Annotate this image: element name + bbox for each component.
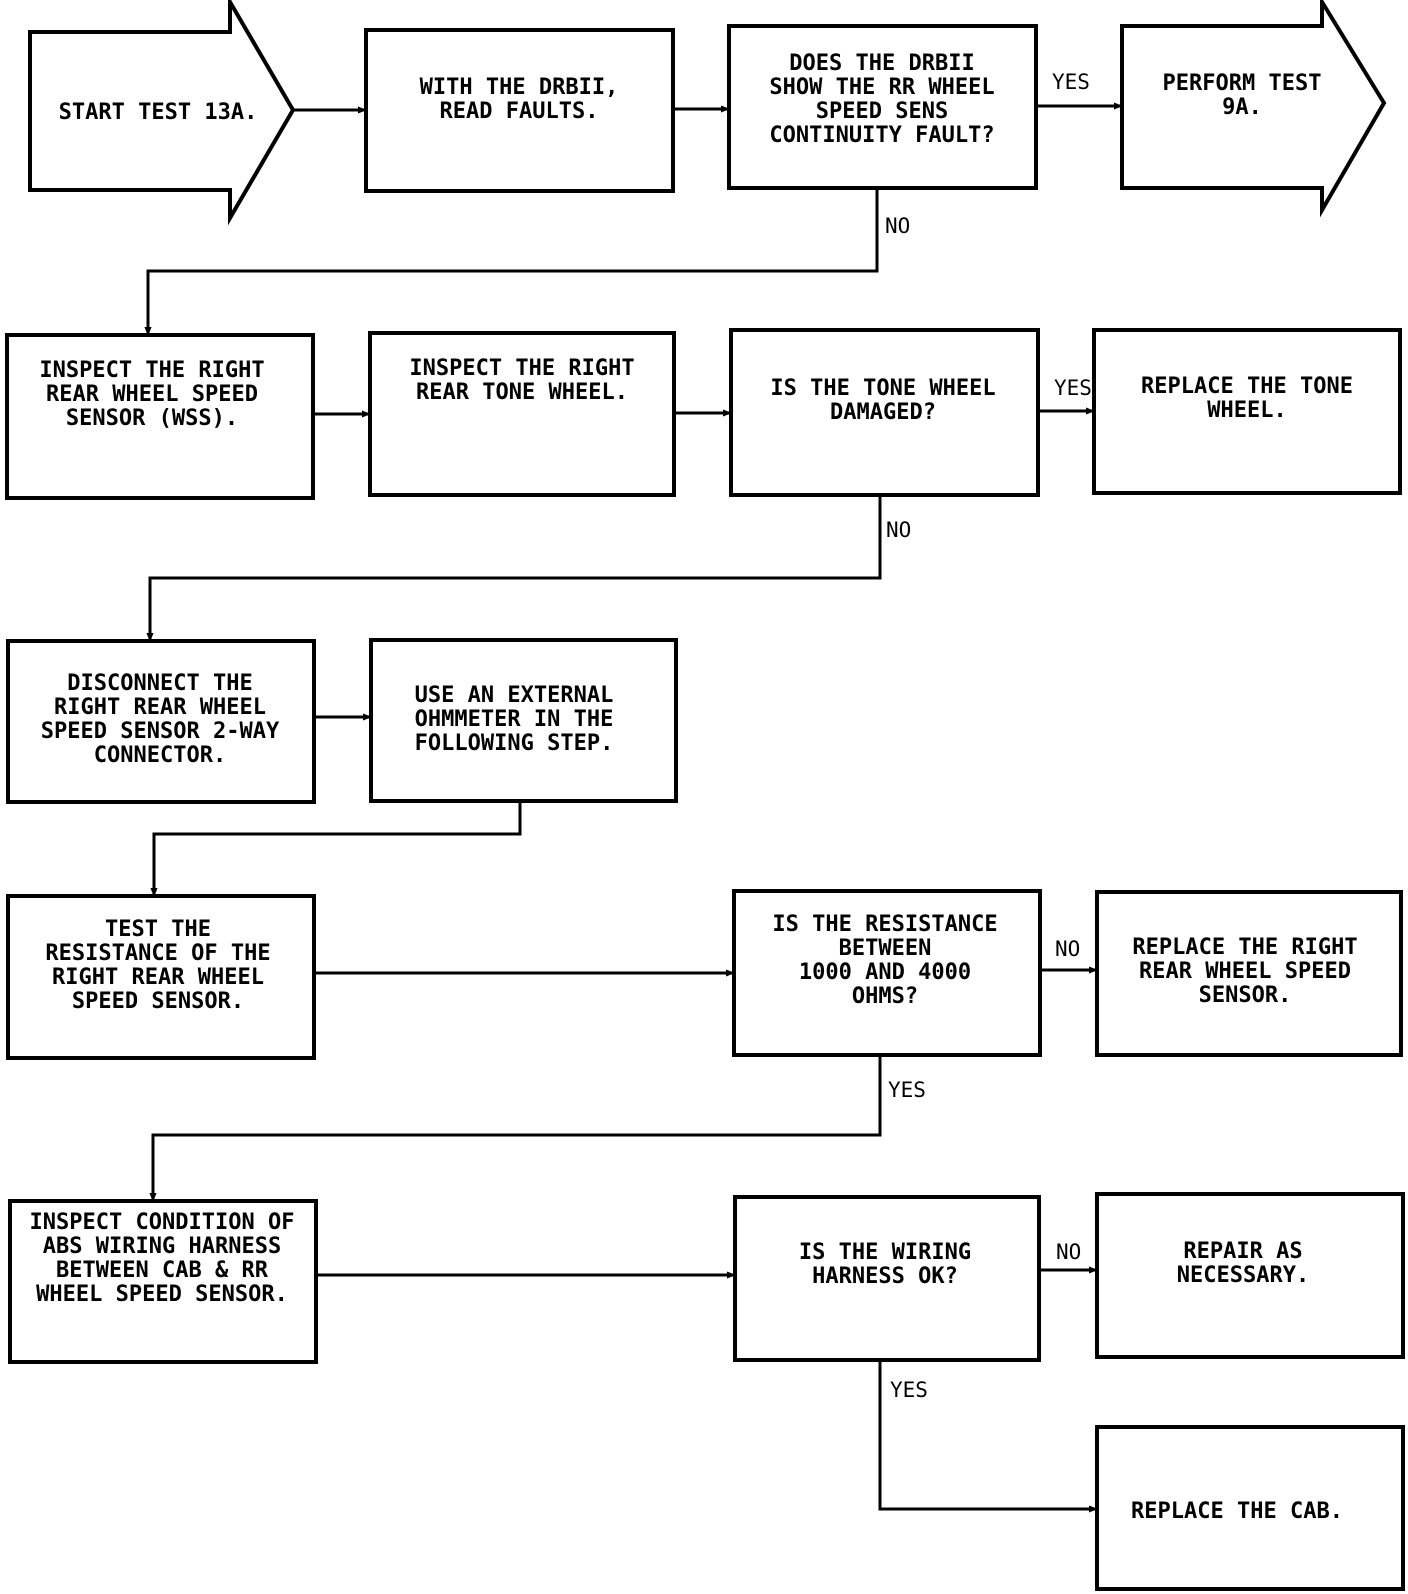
node-replace-sensor-box (1095, 890, 1403, 1057)
node-text-line: BETWEEN CAB & RR (56, 1258, 269, 1283)
node-text-line: IS THE RESISTANCE (772, 912, 997, 937)
perform-9a-arrow-shape (1120, 0, 1387, 218)
node-q-resistance-box (732, 889, 1042, 1057)
node-q-tone-box (729, 328, 1040, 497)
node-replace-cab: REPLACE THE CAB. (1131, 1499, 1343, 1524)
node-test-resistance-box (6, 894, 316, 1060)
node-repair-box (1095, 1192, 1405, 1359)
node-text-line: PERFORM TEST (1163, 71, 1322, 96)
node-text-line: RIGHT REAR WHEEL (54, 695, 266, 720)
node-text-line: FOLLOWING STEP. (415, 731, 614, 756)
label-yes-resistance: YES (888, 1078, 926, 1102)
node-text-line: OHMS? (852, 984, 918, 1009)
node-text-line: REAR TONE WHEEL. (416, 380, 628, 405)
node-inspect-harness-box (8, 1199, 318, 1364)
connector-harness-yes (878, 1360, 1098, 1513)
connector-continuity-no (144, 188, 879, 336)
node-replace-tone-box (1092, 328, 1402, 495)
node-text-line: 9A. (1222, 95, 1262, 120)
node-text-line: RESISTANCE OF THE (45, 941, 270, 966)
node-text-line: SPEED SENS (816, 99, 948, 124)
label-yes-continuity: YES (1052, 70, 1090, 94)
node-text-line: REPLACE THE TONE (1141, 374, 1353, 399)
node-text-line: SENSOR. (1199, 983, 1292, 1008)
node-text-line: ABS WIRING HARNESS (43, 1234, 281, 1259)
node-text-line: SPEED SENSOR. (72, 989, 244, 1014)
node-text-line: SHOW THE RR WHEEL (769, 75, 994, 100)
label-no-harness: NO (1056, 1240, 1081, 1264)
node-text-line: WITH THE DRBII, (420, 75, 619, 100)
node-read-faults-box (364, 28, 675, 193)
label-no-continuity: NO (885, 214, 910, 238)
connector-tone-no (146, 495, 882, 642)
node-text-line: INSPECT THE RIGHT (409, 356, 634, 381)
node-text-line: WHEEL SPEED SENSOR. (36, 1282, 288, 1307)
node-text-line: OHMMETER IN THE (415, 707, 614, 732)
node-text-line: RIGHT REAR WHEEL (52, 965, 264, 990)
node-text-line: TEST THE (105, 917, 211, 942)
node-text-line: CONNECTOR. (94, 743, 226, 768)
node-text-line: CONTINUITY FAULT? (769, 123, 994, 148)
node-text-line: DOES THE DRBII (789, 51, 974, 76)
node-text-line: SENSOR (WSS). (66, 406, 238, 431)
start-arrow-shape (28, 0, 296, 226)
connector-resistance-yes (149, 1055, 882, 1202)
node-text-line: START TEST 13A. (59, 100, 258, 125)
node-inspect-tone-box (368, 331, 676, 497)
node-text-line: WHEEL. (1207, 398, 1286, 423)
label-no-tone: NO (886, 518, 911, 542)
node-inspect-wss-box (5, 333, 315, 500)
node-text-line: BETWEEN (839, 936, 932, 961)
node-start: START TEST 13A. (59, 100, 258, 125)
label-yes-harness: YES (890, 1378, 928, 1402)
node-text-line: INSPECT CONDITION OF (30, 1210, 295, 1235)
node-text-line: REPAIR AS (1183, 1239, 1302, 1264)
node-text-line: REAR WHEEL SPEED (46, 382, 258, 407)
node-text-line: USE AN EXTERNAL (415, 683, 614, 708)
node-text-line: IS THE TONE WHEEL (770, 376, 995, 401)
node-text-line: DAMAGED? (830, 400, 936, 425)
node-disconnect-box (6, 639, 316, 804)
node-text-line: READ FAULTS. (440, 99, 599, 124)
node-text-line: INSPECT THE RIGHT (39, 358, 264, 383)
node-read-faults: WITH THE DRBII,READ FAULTS. (420, 75, 619, 124)
node-text-line: SPEED SENSOR 2-WAY (41, 719, 280, 744)
label-no-resistance: NO (1055, 937, 1080, 961)
node-text-line: 1000 AND 4000 (799, 960, 971, 985)
connector-ohmmeter-to-test (150, 801, 522, 897)
node-text-line: REPLACE THE CAB. (1131, 1499, 1343, 1524)
node-text-line: REPLACE THE RIGHT (1132, 935, 1357, 960)
node-text-line: HARNESS OK? (812, 1264, 958, 1289)
label-yes-tone: YES (1054, 376, 1092, 400)
node-text-line: REAR WHEEL SPEED (1139, 959, 1351, 984)
node-text-line: DISCONNECT THE (67, 671, 252, 696)
node-text-line: IS THE WIRING (799, 1240, 971, 1265)
node-replace-cab-box (1095, 1425, 1405, 1591)
node-text-line: NECESSARY. (1177, 1263, 1309, 1288)
